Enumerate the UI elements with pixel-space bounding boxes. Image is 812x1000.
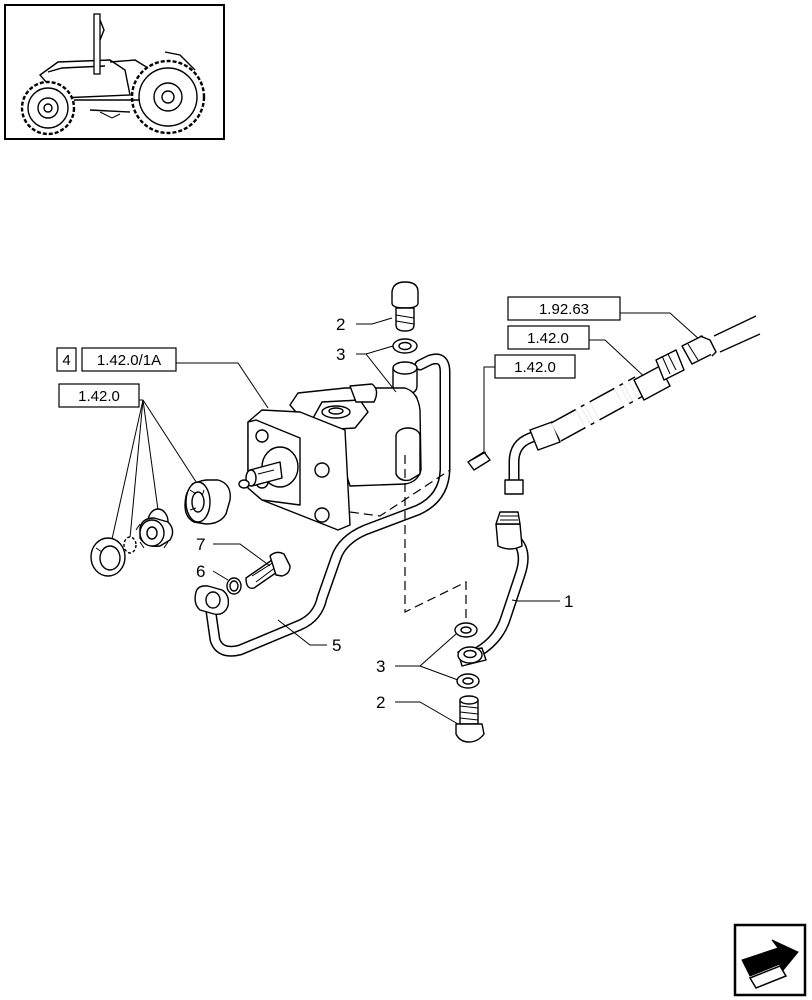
retaining-ring[interactable] — [123, 536, 137, 554]
nut-small-left — [238, 479, 250, 489]
reference-label: 1.42.0 — [78, 388, 120, 405]
hydraulic-pump[interactable] — [245, 383, 422, 531]
pipe-part-1[interactable] — [472, 511, 529, 658]
reference-1-42-0-middle[interactable]: 1.42.0 — [494, 354, 576, 379]
washer-part-6[interactable] — [226, 577, 242, 595]
callout-2-top: 2 — [336, 315, 345, 334]
callout-leader-lines — [212, 317, 560, 725]
callout-7: 7 — [196, 535, 205, 554]
reference-label: 1.42.0/1A — [97, 352, 161, 369]
callout-3-bottom: 3 — [376, 657, 385, 676]
sealing-washer-part-3-top-a[interactable] — [392, 338, 418, 354]
tractor-thumbnail-icon[interactable] — [4, 4, 225, 140]
reference-1-42-0-left[interactable]: 1.42.0 — [58, 383, 140, 408]
hose-connector-end[interactable] — [681, 315, 761, 365]
reference-qty-label: 4 — [62, 352, 70, 369]
callout-1: 1 — [564, 592, 573, 611]
callout-2-bottom: 2 — [376, 693, 385, 712]
reference-1-42-0-upper-right[interactable]: 1.42.0 — [507, 325, 590, 350]
banjo-bolt-part-2-top[interactable] — [391, 281, 419, 332]
bolt-small-middle — [467, 451, 491, 471]
reference-label: 1.42.0 — [514, 359, 556, 376]
next-page-arrow-icon[interactable] — [733, 923, 807, 997]
sealing-washer-part-3-bottom-a[interactable] — [454, 622, 478, 638]
callout-3-top: 3 — [336, 345, 345, 364]
banjo-fitting-part-1-lower[interactable] — [457, 646, 487, 667]
reference-4-1-42-0-1a[interactable]: 4 1.42.0/1A — [56, 347, 177, 372]
reference-label: 1.92.63 — [539, 301, 589, 318]
callout-6: 6 — [196, 562, 205, 581]
screw-part-7[interactable] — [245, 551, 291, 589]
drive-coupling-sleeve[interactable] — [184, 479, 231, 525]
alignment-dashed-lines — [349, 455, 467, 628]
reference-label: 1.42.0 — [527, 330, 569, 347]
reference-1-92-63[interactable]: 1.92.63 — [507, 296, 621, 321]
callout-5: 5 — [332, 636, 341, 655]
sealing-washer-part-3-bottom-b[interactable] — [456, 673, 480, 689]
reference-leader-lines — [109, 312, 701, 549]
elbow-fitting[interactable] — [504, 421, 561, 495]
pipe-part-5[interactable] — [194, 353, 451, 657]
hydraulic-hose[interactable] — [550, 349, 685, 442]
drive-gear[interactable] — [135, 508, 174, 549]
banjo-bolt-part-2-bottom[interactable] — [455, 695, 485, 743]
shaft-seal[interactable] — [90, 537, 126, 577]
